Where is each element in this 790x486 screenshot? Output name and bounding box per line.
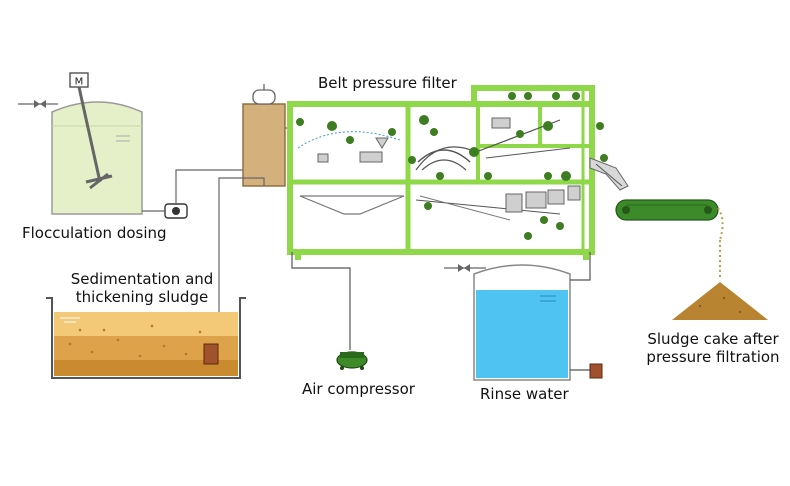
mixing-column — [242, 84, 286, 187]
sedimentation-label: Sedimentation and thickening sludge — [66, 270, 218, 306]
sedimentation-label-line1: Sedimentation and — [70, 270, 214, 288]
motor-icon: M — [69, 72, 89, 88]
sedimentation-tank — [46, 297, 246, 379]
belt-filter-label: Belt pressure filter — [318, 74, 457, 92]
air-compressor-label: Air compressor — [302, 380, 415, 398]
pump-icon — [142, 203, 188, 219]
rinse-water-tank — [444, 264, 571, 381]
svg-text:M: M — [75, 77, 84, 88]
sludge-cake-label-line2: pressure filtration — [646, 348, 780, 366]
sludge-cake-label: Sludge cake after pressure filtration — [640, 330, 786, 366]
compressor-icon — [336, 351, 368, 370]
rinse-water-label: Rinse water — [480, 385, 569, 403]
belt-pressure-filter — [287, 85, 629, 260]
sludge-cake-label-line1: Sludge cake after — [647, 330, 779, 348]
flocculation-label: Flocculation dosing — [22, 224, 167, 242]
pump-icon — [589, 363, 603, 379]
valve-icon — [34, 100, 46, 108]
sludge-cake-pile — [672, 282, 768, 320]
conveyor-belt — [615, 199, 719, 221]
flocculation-tank: M — [18, 72, 143, 215]
sedimentation-label-line2: thickening sludge — [75, 288, 209, 306]
